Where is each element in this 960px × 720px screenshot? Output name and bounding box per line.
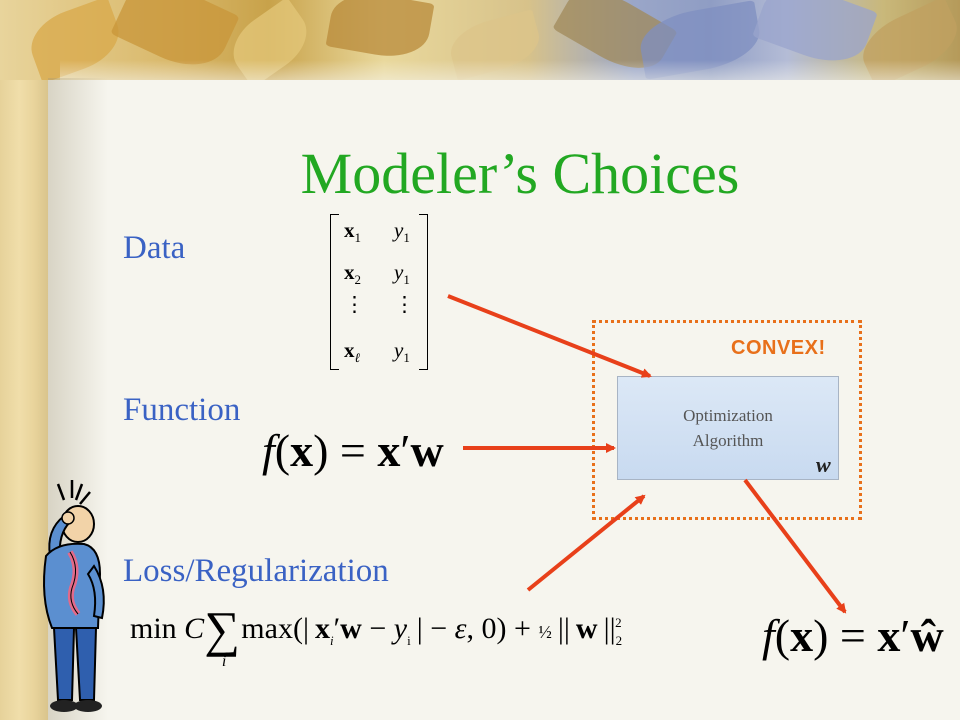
label-loss: Loss/Regularization <box>123 553 389 589</box>
optimization-line-1: Optimization <box>683 406 773 425</box>
output-formula: f(x) = x′ŵ <box>762 610 944 661</box>
matrix-cell: y1 <box>394 260 410 288</box>
label-data: Data <box>123 230 186 266</box>
matrix-cell: xℓ <box>344 338 360 366</box>
matrix-cell: y1 <box>394 338 410 366</box>
parchment-strip <box>0 0 48 720</box>
function-formula: f(x) = x′w <box>262 425 444 476</box>
output-symbol: w <box>816 452 831 477</box>
matrix-cell: ⋮ <box>344 292 365 316</box>
slide-title: Modeler’s Choices <box>300 141 740 206</box>
arrow-loss <box>526 494 646 592</box>
data-matrix: x1 y1 x2 y1 ⋮ ⋮ xℓ y1 <box>330 214 428 370</box>
label-function: Function <box>123 392 241 428</box>
convex-label: CONVEX! <box>731 337 826 359</box>
arrow-data <box>447 294 652 378</box>
matrix-cell: x1 <box>344 218 361 246</box>
leaf-banner <box>0 0 960 80</box>
matrix-cell: ⋮ <box>394 292 415 316</box>
matrix-bracket-left <box>330 214 339 370</box>
matrix-cell: y1 <box>394 218 410 246</box>
convex-region <box>592 320 862 520</box>
matrix-bracket-right <box>419 214 428 370</box>
optimization-box: Optimization Algorithm <box>617 376 839 480</box>
loss-formula: min C∑i max(| xi′w − yi | − ε, 0) + ½ ||… <box>130 601 623 670</box>
person-scratching-head-icon <box>43 480 105 712</box>
matrix-cell: x2 <box>344 260 361 288</box>
arrow-output <box>743 478 847 614</box>
optimization-line-2: Algorithm <box>692 431 764 450</box>
